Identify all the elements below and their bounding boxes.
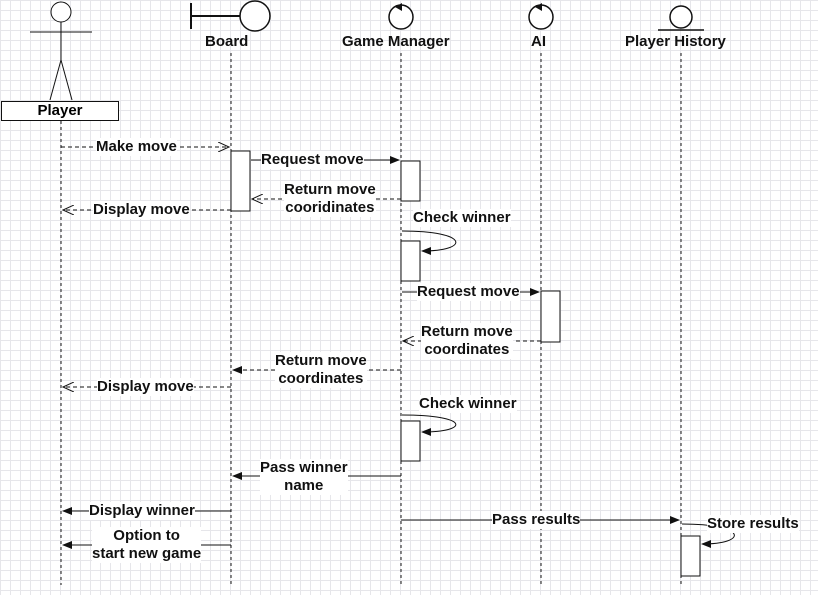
check-winner-label: Check winner	[413, 209, 511, 227]
control-icon	[528, 3, 554, 30]
board-header: Board	[205, 33, 249, 50]
boundary-icon	[190, 0, 271, 32]
player-actor-icon	[30, 1, 92, 101]
player-history-activation	[680, 535, 701, 577]
ai-activation	[540, 290, 561, 343]
return-move-label: Return move coordinates	[275, 352, 367, 388]
control-icon	[388, 3, 414, 30]
check-winner-label: Check winner	[419, 395, 517, 413]
display-move-label: Display move	[97, 378, 194, 396]
ai-header: AI	[531, 33, 546, 50]
return-move-line-1: Return move	[275, 352, 367, 369]
option-new-game-label: Option to start new game	[92, 527, 202, 563]
store-results-arrow	[681, 523, 735, 548]
return-move-line-2: coordinates	[278, 370, 364, 387]
pass-winner-line-2: name	[284, 477, 324, 494]
make-move-label: Make move	[96, 138, 177, 156]
player-label: Player	[1, 101, 119, 121]
check-winner-arrow	[401, 230, 457, 255]
display-move-label: Display move	[93, 201, 190, 219]
return-move-line-1: Return move	[421, 323, 513, 340]
store-results-label: Store results	[707, 515, 799, 533]
pass-winner-label: Pass winner name	[260, 459, 348, 495]
return-move-line-1: Return move	[284, 181, 376, 198]
board-activation	[230, 150, 251, 212]
request-move-label: Request move	[261, 151, 364, 169]
entity-icon	[658, 5, 704, 31]
game-manager-header: Game Manager	[342, 33, 450, 50]
request-move-label: Request move	[417, 283, 520, 301]
game-manager-activation	[400, 240, 421, 282]
return-move-line-2: coordinates	[424, 341, 510, 358]
option-new-game-line-2: start new game	[92, 545, 202, 562]
return-move-line-2: cooridinates	[285, 199, 375, 216]
option-new-game-line-1: Option to	[113, 527, 180, 544]
game-manager-activation	[400, 420, 421, 462]
pass-results-label: Pass results	[492, 511, 581, 529]
return-move-label: Return move cooridinates	[284, 181, 376, 217]
player-history-header: Player History	[625, 33, 726, 50]
pass-winner-line-1: Pass winner	[260, 459, 348, 476]
return-move-label: Return move coordinates	[421, 323, 513, 359]
display-winner-label: Display winner	[89, 502, 195, 520]
check-winner-arrow	[401, 414, 457, 436]
game-manager-activation	[400, 160, 421, 202]
